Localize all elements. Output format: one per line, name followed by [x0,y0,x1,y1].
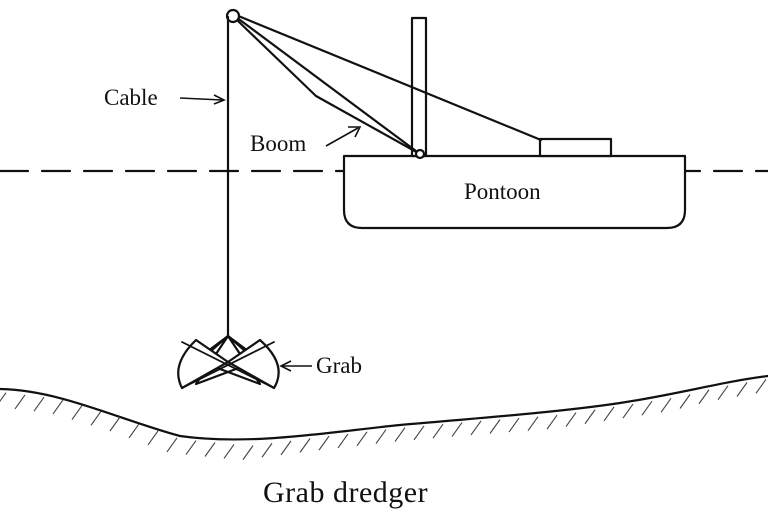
pontoon-hull [342,154,687,230]
seabed-hatch-mark [565,412,577,427]
pontoon-label: Pontoon [464,179,541,204]
seabed-hatch-mark [280,440,292,456]
boom-tip-sheave [225,8,241,24]
seabed-hatch-mark [717,385,729,400]
boom-upper-chord [234,15,422,156]
boom-pivot [414,148,426,160]
boom-label: Boom [250,131,307,156]
seabed-hatch-mark [622,403,634,419]
seabed-line [0,374,768,441]
seabed-hatch-mark [204,442,216,457]
seabed-hatch-mark [299,438,311,453]
seabed-hatch-mark [14,394,26,410]
seabed-hatch-mark [546,414,558,430]
seabed-hatch-mark [413,425,425,441]
seabed-hatch-mark [52,399,64,415]
seabed-hatch-mark [451,422,463,437]
seabed-hatch-mark [641,400,653,416]
seabed-hatch-mark [603,406,615,422]
seabed-hatch-mark [185,440,197,455]
boom-lower-chord [236,19,422,156]
seabed-hatch-mark [736,382,748,397]
boom-arrow [325,126,362,147]
seabed-hatch-mark [33,396,45,412]
deck-cabin [538,137,613,158]
seabed-hatch-mark [356,431,368,447]
seabed-hatch-mark [432,423,444,439]
seabed-hatch-mark [261,442,273,458]
cable-label: Cable [104,85,158,110]
seabed-hatch-mark [679,394,691,409]
stay-cable [234,13,543,142]
seabed-hatch-mark [508,417,520,433]
seabed-hatch-mark [242,445,254,460]
seabed-hatch-mark [223,444,235,459]
seabed-hatch-mark [394,427,406,442]
seabed-hatch-mark [660,398,672,413]
seabed-hatch-mark [109,416,121,432]
seabed-hatch-mark [489,419,501,434]
grab-arrow [279,360,312,372]
seabed-hatch-mark [470,420,482,436]
seabed-hatch-mark [527,416,539,431]
grab-bucket [177,334,280,390]
seabed-hatching [0,379,767,460]
seabed-hatch-mark [584,409,596,425]
seabed-hatch-mark [147,430,159,446]
seabed-hatch-mark [375,429,387,444]
seabed-hatch-mark [318,435,330,451]
seabed-hatch-mark [166,437,178,453]
seabed-hatch-mark [0,392,7,403]
seabed-hatch-mark [698,389,710,405]
diagram-caption: Grab dredger [263,476,429,509]
seabed-hatch-mark [337,433,349,449]
grab-label: Grab [316,353,362,378]
seabed-hatch-mark [128,423,140,439]
cable-arrow [179,94,226,105]
seabed-hatch-mark [755,379,767,394]
seabed-hatch-mark [90,410,102,426]
seabed-hatch-mark [71,405,83,420]
